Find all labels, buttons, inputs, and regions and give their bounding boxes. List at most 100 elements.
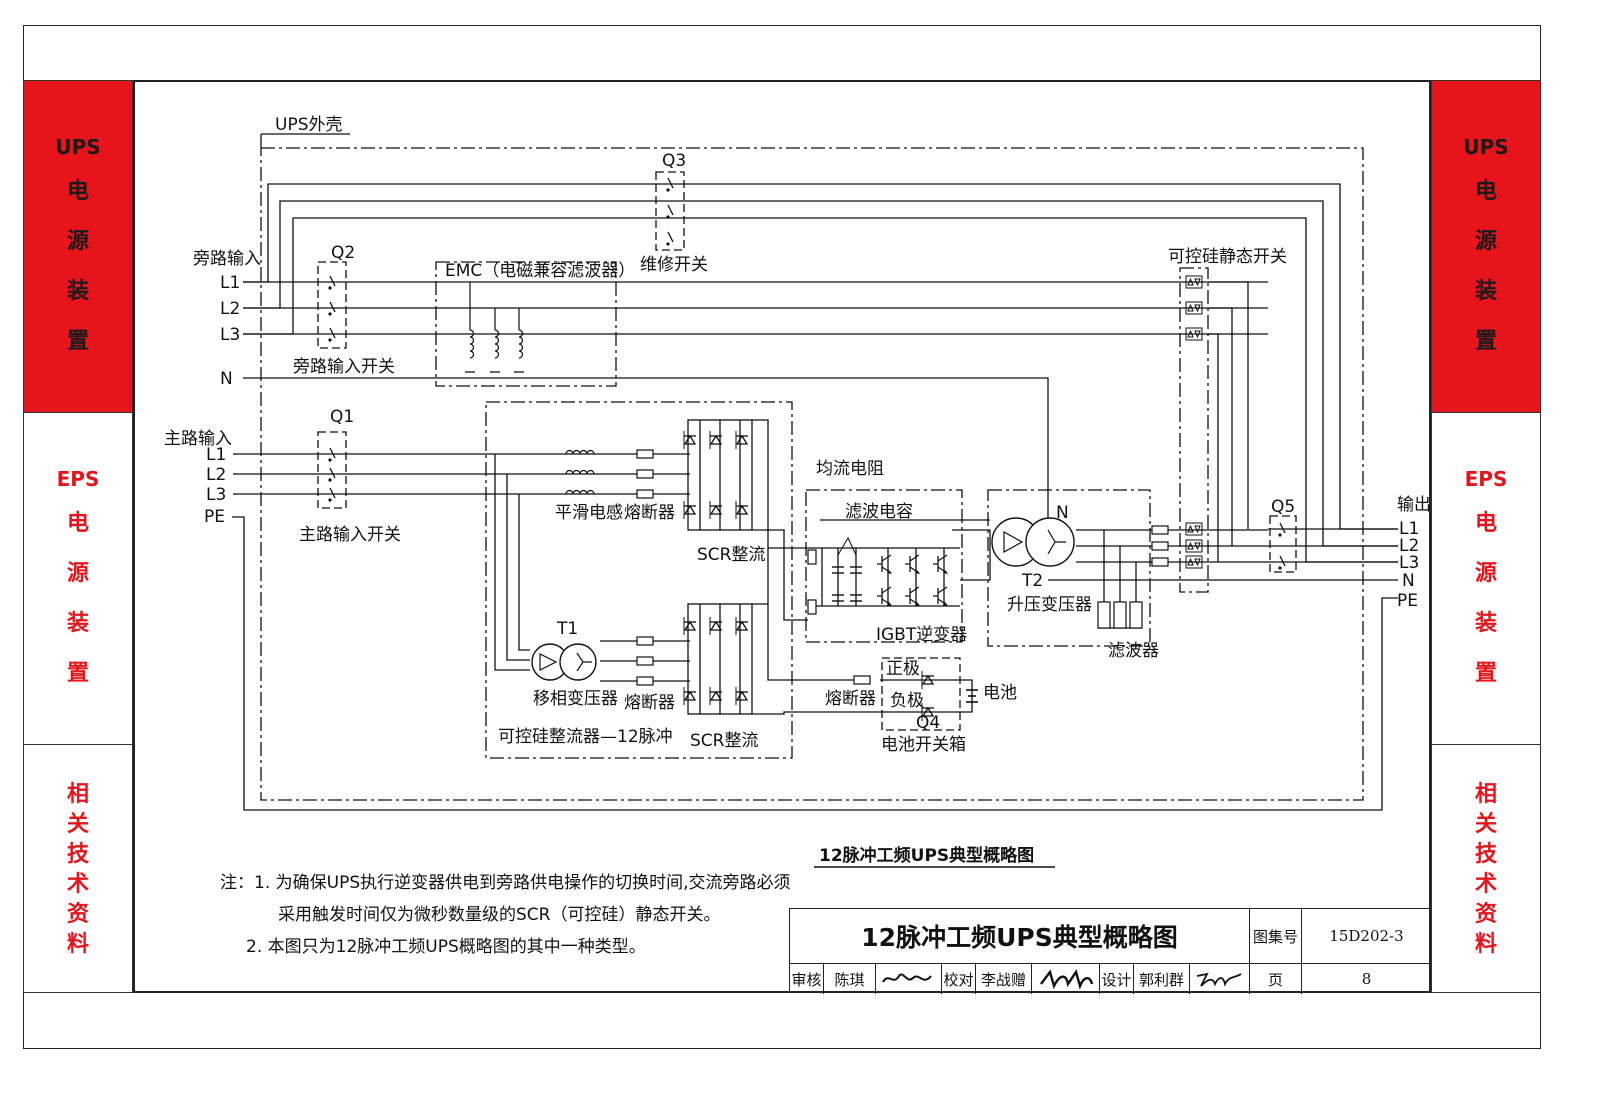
sidebar-section-tech[interactable]: 相 关 技 术 资 料 — [1432, 745, 1540, 994]
maintenance-switch-label: 维修开关 — [640, 255, 708, 275]
sidebar-char: 源 — [66, 560, 89, 586]
design-label: 设计 — [1100, 964, 1134, 994]
phase-label: L1 — [1399, 519, 1419, 539]
title-block: 12脉冲工频UPS典型概略图 图集号 15D202-3 审核 陈琪 校对 李战赠… — [789, 908, 1431, 994]
battery-label: 电池 — [983, 683, 1017, 703]
current-sharing-resistor-label: 均流电阻 — [816, 459, 884, 479]
fuse-label: 熔断器 — [825, 689, 876, 709]
reviewer-signature — [876, 964, 942, 994]
atlas-no: 15D202-3 — [1302, 909, 1431, 964]
sidebar-char: 相 — [66, 781, 89, 807]
sidebar-char: 装 — [66, 610, 89, 636]
sidebar-char: 术 — [1474, 871, 1497, 897]
drawing-frame — [133, 80, 1431, 993]
sidebar-section-ups[interactable]: UPS 电 源 装 置 — [24, 81, 132, 413]
phase-label: L2 — [1399, 536, 1419, 556]
check-label: 校对 — [942, 964, 976, 994]
positive-label: 正极 — [886, 659, 920, 679]
sidebar-char: 关 — [1474, 811, 1497, 837]
sidebar-section-eps[interactable]: EPS 电 源 装 置 — [24, 413, 132, 745]
sidebar-char: 技 — [66, 841, 89, 867]
sidebar-char: 置 — [66, 328, 89, 354]
page-number: 8 — [1361, 970, 1372, 988]
phase-label: PE — [204, 507, 225, 527]
sidebar-char: 资 — [1474, 901, 1497, 927]
scr-rectifier-label: SCR整流 — [697, 545, 765, 565]
sidebar-section-ups[interactable]: UPS 电 源 装 置 — [1432, 81, 1540, 413]
atlas-no-label: 图集号 — [1250, 909, 1302, 964]
main-input-label: 主路输入 — [164, 429, 232, 449]
sidebar-char: 相 — [1474, 781, 1497, 807]
bypass-switch-label: 旁路输入开关 — [293, 357, 395, 377]
phase-label: L1 — [220, 273, 240, 293]
sidebar-char: 关 — [66, 811, 89, 837]
filter-capacitor-label: 滤波电容 — [845, 502, 913, 522]
q2-label: Q2 — [331, 243, 355, 263]
signature-mark — [1039, 969, 1093, 990]
sidebar-char: 电 — [1474, 510, 1497, 536]
sidebar-char: 料 — [66, 931, 89, 957]
rectifier-12pulse-label: 可控硅整流器—12脉冲 — [498, 727, 673, 747]
sidebar-char: 源 — [1474, 560, 1497, 586]
sidebar-char: 电 — [66, 510, 89, 536]
filter-label: 滤波器 — [1108, 641, 1159, 661]
phase-label: L2 — [220, 299, 240, 319]
sidebar-char: 术 — [66, 871, 89, 897]
sidebar-char: 置 — [1474, 328, 1497, 354]
sidebar-section-eps[interactable]: EPS 电 源 装 置 — [1432, 413, 1540, 745]
main-switch-label: 主路输入开关 — [299, 525, 401, 545]
q4-label: Q4 — [916, 713, 940, 733]
bypass-input-label: 旁路输入 — [193, 249, 261, 269]
review-label: 审核 — [790, 964, 824, 994]
t1-label: T1 — [556, 619, 578, 639]
q1-label: Q1 — [330, 407, 354, 427]
sidebar-char: 装 — [1474, 278, 1497, 304]
sidebar-char: 电 — [66, 178, 89, 204]
smoothing-inductor-label: 平滑电感 — [555, 503, 623, 523]
battery-switch-box-label: 电池开关箱 — [881, 735, 966, 755]
diagram-caption: 12脉冲工频UPS典型概略图 — [819, 845, 1034, 866]
sidebar-char: 源 — [1474, 228, 1497, 254]
designer-signature — [1190, 964, 1250, 994]
phase-shift-transformer-label: 移相变压器 — [533, 689, 618, 709]
t2-label: T2 — [1021, 571, 1043, 591]
reviewer-name: 陈琪 — [824, 964, 876, 994]
phase-label: L3 — [206, 485, 226, 505]
emc-label: EMC（电磁兼容滤波器） — [445, 261, 635, 281]
drawing-title: 12脉冲工频UPS典型概略图 — [790, 909, 1250, 964]
phase-label: N — [220, 369, 233, 389]
sidebar-char: 装 — [66, 278, 89, 304]
sidebar-char: 电 — [1474, 178, 1497, 204]
step-up-transformer-label: 升压变压器 — [1007, 595, 1092, 615]
designer-name: 郭利群 — [1134, 964, 1190, 994]
note-1-cont: 采用触发时间仅为微秒数量级的SCR（可控硅）静态开关。 — [278, 905, 721, 925]
igbt-inverter-label: IGBT逆变器 — [876, 625, 967, 645]
phase-label: L1 — [206, 445, 226, 465]
signature-mark — [881, 973, 932, 983]
note-2: 2. 本图只为12脉冲工频UPS概略图的其中一种类型。 — [246, 937, 646, 957]
sidebar-char: 源 — [66, 228, 89, 254]
phase-label: L2 — [206, 465, 226, 485]
checker-name: 李战赠 — [976, 964, 1032, 994]
fuse-label: 熔断器 — [624, 503, 675, 523]
enclosure-label: UPS外壳 — [275, 115, 343, 135]
negative-label: 负极 — [890, 691, 924, 711]
fuse-label: 熔断器 — [624, 693, 675, 713]
phase-label: L3 — [1399, 553, 1419, 573]
phase-label: PE — [1397, 591, 1418, 611]
sidebar-char: 装 — [1474, 610, 1497, 636]
static-switch-label: 可控硅静态开关 — [1168, 247, 1287, 267]
sidebar-char: 料 — [1474, 931, 1497, 957]
right-sidebar: UPS 电 源 装 置 EPS 电 源 装 置 相 关 技 术 资 料 — [1431, 80, 1541, 993]
sidebar-section-tech[interactable]: 相 关 技 术 资 料 — [24, 745, 132, 994]
sidebar-char: UPS — [1463, 134, 1509, 159]
checker-signature — [1032, 964, 1100, 994]
left-sidebar: UPS 电 源 装 置 EPS 电 源 装 置 相 关 技 术 资 料 — [23, 80, 133, 993]
phase-label: L3 — [220, 325, 240, 345]
sidebar-char: 技 — [1474, 841, 1497, 867]
note-1: 注：1. 为确保UPS执行逆变器供电到旁路供电操作的切换时间,交流旁路必须 — [220, 873, 791, 893]
n-mark-label: N — [1056, 503, 1069, 523]
q3-label: Q3 — [662, 151, 686, 171]
sidebar-char: EPS — [56, 466, 100, 491]
